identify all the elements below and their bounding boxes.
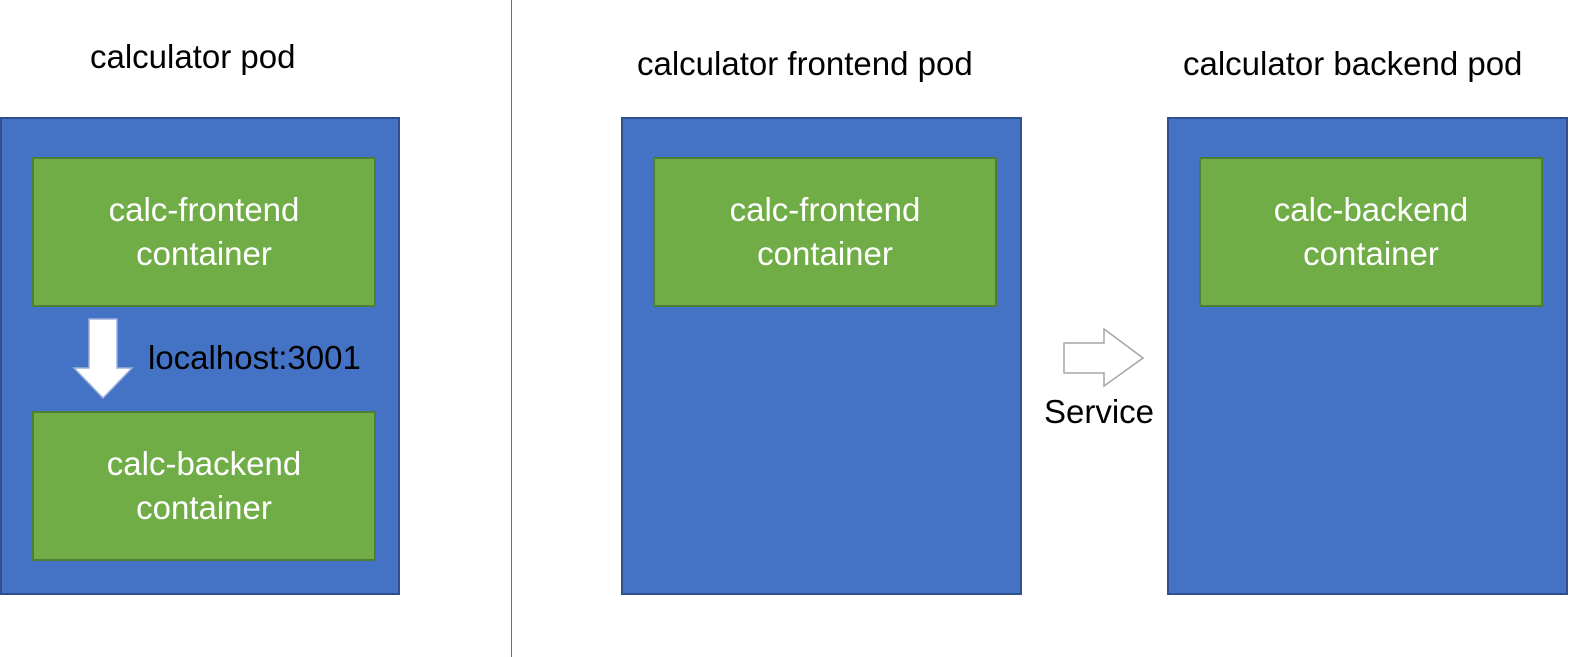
container-label-line1: calc-backend [106,445,302,482]
calculator-frontend-pod-title: calculator frontend pod [637,45,973,82]
calculator-backend-pod: calc-backend container [1167,117,1568,595]
localhost-label: localhost:3001 [148,339,361,376]
calculator-backend-pod-title: calculator backend pod [1183,45,1523,82]
container-label-line2: container [136,489,272,526]
container-label-line2: container [757,235,893,272]
container-label-line1: calc-frontend [108,191,300,228]
calculator-pod: calc-frontend container calc-backend con… [0,117,400,595]
calc-backend-container: calc-backend container [1199,157,1543,307]
calculator-pod-title: calculator pod [90,38,296,75]
calc-frontend-container: calc-frontend container [32,157,376,307]
right-arrow-icon [1063,327,1145,388]
calc-frontend-container: calc-frontend container [653,157,997,307]
container-label-line1: calc-backend [1273,191,1469,228]
container-label-line2: container [1303,235,1439,272]
calc-backend-container: calc-backend container [32,411,376,561]
container-label-line2: container [136,235,272,272]
service-label: Service [1044,393,1155,430]
container-label-line1: calc-frontend [729,191,921,228]
down-arrow-icon [72,318,134,400]
section-divider [511,0,512,657]
calculator-frontend-pod: calc-frontend container [621,117,1022,595]
